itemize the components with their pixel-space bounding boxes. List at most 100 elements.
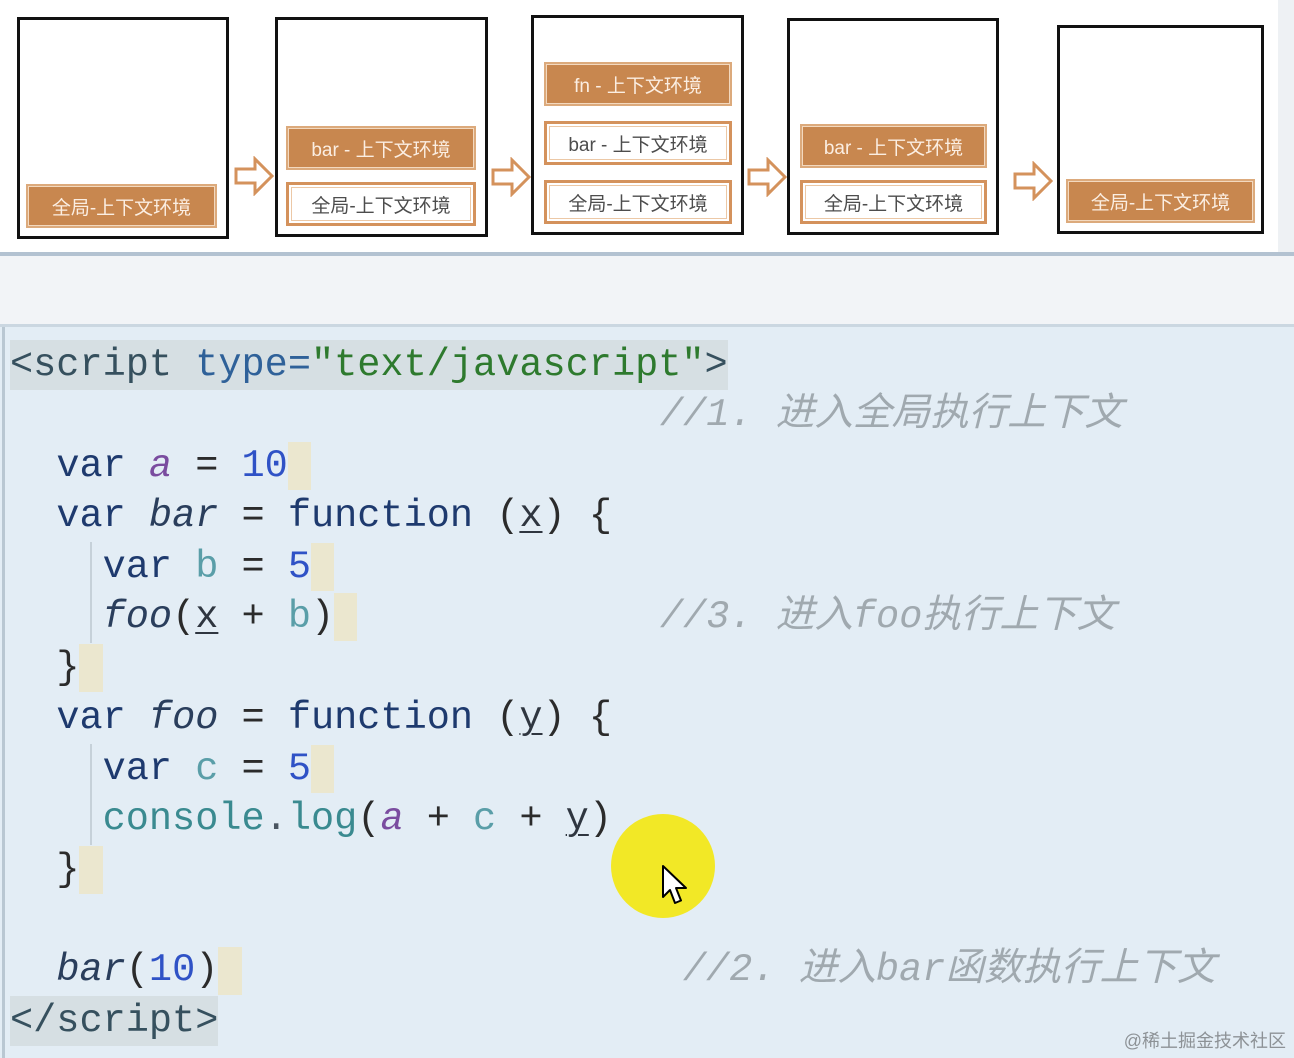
code-line[interactable]: //1. 进入全局执行上下文 <box>10 390 1290 440</box>
code-token <box>10 797 103 841</box>
code-token: } <box>56 847 80 892</box>
code-token: 10 <box>241 443 288 488</box>
code-token: var <box>56 443 126 488</box>
code-token: = <box>218 544 288 589</box>
code-line[interactable]: } <box>10 643 1290 693</box>
code-line[interactable]: foo(x + b)//3. 进入foo执行上下文 <box>10 592 1290 642</box>
code-line[interactable]: var b = 5 <box>10 542 1290 592</box>
code-line[interactable]: } <box>10 845 1290 895</box>
code-token: ( <box>473 696 520 741</box>
code-token: 5 <box>287 746 311 791</box>
code-token: bar <box>148 494 219 539</box>
section-gap <box>0 256 1294 324</box>
section-divider <box>0 252 1294 256</box>
code-token: = <box>172 443 242 488</box>
active-context-frame: 全局-上下文环境 <box>1066 179 1255 223</box>
code-line[interactable]: console.log(a + c + y) <box>10 794 1290 844</box>
code-token: x <box>519 494 543 539</box>
code-token: type= <box>195 343 311 387</box>
code-text: var foo = function (y) { <box>10 693 612 743</box>
code-token: ( <box>357 797 381 842</box>
code-token: ( <box>125 948 149 993</box>
code-line[interactable]: var foo = function (y) { <box>10 693 1290 743</box>
code-token: bar <box>56 948 126 993</box>
code-token <box>10 848 56 892</box>
code-editor-panel[interactable] <box>0 324 1294 1058</box>
code-token: ) { <box>542 494 612 539</box>
code-token: . <box>264 797 288 842</box>
code-token: c <box>195 746 219 791</box>
code-content[interactable]: <script type="text/javascript">//1. 进入全局… <box>10 340 1290 1048</box>
code-line[interactable]: var a = 10 <box>10 441 1290 491</box>
active-context-frame: bar - 上下文环境 <box>286 126 476 170</box>
context-stack-step-2: bar - 上下文环境全局-上下文环境 <box>275 17 488 237</box>
code-text: var a = 10 <box>10 441 288 491</box>
code-token: = <box>218 746 288 791</box>
code-token <box>10 747 103 791</box>
indent-guide <box>90 744 92 845</box>
code-comment: //3. 进入foo执行上下文 <box>660 595 1116 640</box>
context-frame: 全局-上下文环境 <box>800 180 987 224</box>
code-token: ) { <box>542 696 612 741</box>
code-token: var <box>102 746 173 791</box>
editor-gutter-border <box>2 327 5 1058</box>
code-line[interactable]: var c = 5 <box>10 744 1290 794</box>
code-token: c <box>473 797 497 842</box>
context-stack-step-5: 全局-上下文环境 <box>1057 25 1264 234</box>
code-token: foo <box>148 696 219 741</box>
code-line[interactable]: var bar = function (x) { <box>10 491 1290 541</box>
code-text: var b = 5 <box>10 542 311 592</box>
code-token: + <box>218 595 288 640</box>
code-token: x <box>195 595 219 640</box>
code-token: > <box>704 343 728 387</box>
code-token <box>172 747 195 791</box>
right-arrow-icon <box>234 156 274 196</box>
code-token: var <box>56 696 126 741</box>
code-line[interactable]: bar(10)//2. 进入bar函数执行上下文 <box>10 945 1290 995</box>
code-token: a <box>148 443 173 488</box>
code-text: } <box>10 845 79 895</box>
code-token: console <box>102 797 265 842</box>
code-token <box>172 545 195 589</box>
eol-marker <box>334 593 358 642</box>
code-text: var c = 5 <box>10 744 311 794</box>
code-text: <script type="text/javascript"> <box>10 340 728 391</box>
code-token <box>10 545 103 589</box>
code-token <box>10 646 56 690</box>
code-token: = <box>218 696 288 741</box>
code-token: var <box>102 544 173 589</box>
code-token: b <box>287 595 311 640</box>
code-text: } <box>10 643 79 693</box>
code-token <box>10 494 56 538</box>
active-context-frame: bar - 上下文环境 <box>800 124 987 168</box>
context-stack-step-4: bar - 上下文环境全局-上下文环境 <box>787 18 999 235</box>
code-token: ) <box>310 595 335 640</box>
context-frame: 全局-上下文环境 <box>286 182 476 226</box>
code-token <box>10 444 56 488</box>
code-token <box>172 343 195 387</box>
right-arrow-icon <box>747 157 787 197</box>
code-text: bar(10) <box>10 945 218 995</box>
context-frame: 全局-上下文环境 <box>544 180 732 224</box>
code-token <box>126 444 149 488</box>
code-token: function <box>287 494 474 539</box>
code-token <box>10 595 103 639</box>
eol-marker <box>79 643 103 692</box>
code-token: function <box>287 696 474 741</box>
code-token: </script> <box>10 998 219 1043</box>
eol-marker <box>287 442 311 491</box>
active-context-frame: 全局-上下文环境 <box>26 184 217 228</box>
code-token: "text/javascript" <box>310 343 705 387</box>
eol-marker <box>79 845 103 894</box>
code-line[interactable]: </script> <box>10 995 1290 1047</box>
code-token: a <box>380 797 404 842</box>
eol-marker <box>218 946 242 995</box>
mouse-pointer-icon <box>662 865 687 904</box>
code-line[interactable]: <script type="text/javascript"> <box>10 340 1290 391</box>
code-token: foo <box>102 595 173 640</box>
code-token: = <box>218 494 288 539</box>
code-token: ) <box>195 948 219 993</box>
code-token: + <box>496 797 566 842</box>
page-edge-strip <box>1278 0 1294 253</box>
code-token: } <box>56 645 80 690</box>
